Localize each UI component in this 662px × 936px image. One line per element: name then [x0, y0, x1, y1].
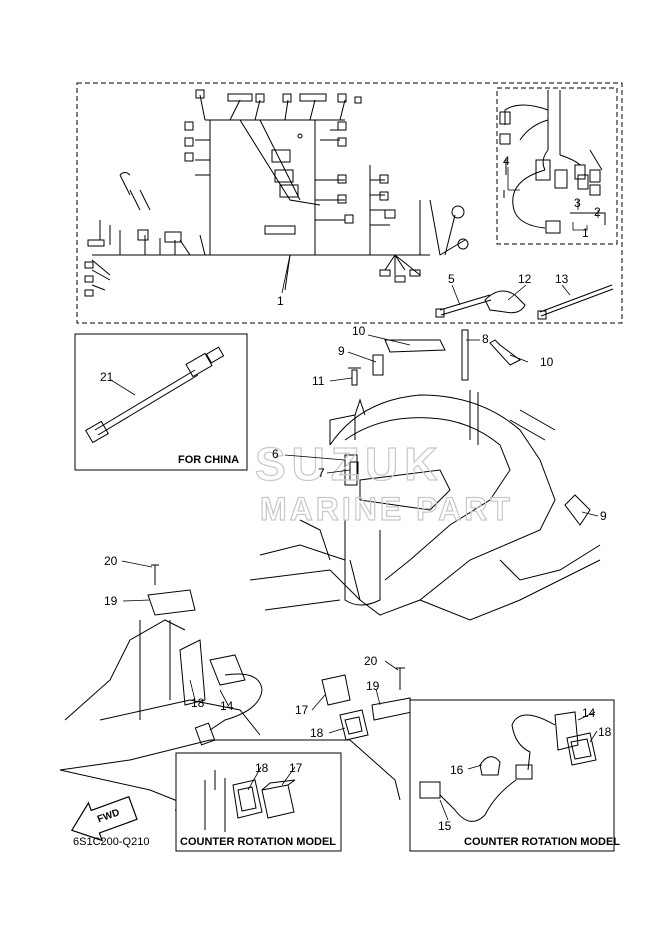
harness-detail-box: [496, 87, 618, 245]
callout-7: 7: [318, 466, 325, 480]
callout-13: 13: [555, 272, 569, 286]
callout-18-left: 18: [191, 696, 205, 710]
callouts: 1 1 2 3 4 5 6 7 8 9 9 10 10 11 12 13 14 …: [100, 154, 612, 833]
lower-left-drawing: [59, 564, 350, 811]
callout-19-left: 19: [104, 594, 118, 608]
callout-15: 15: [438, 819, 452, 833]
callout-3: 3: [574, 196, 581, 210]
callout-10-top: 10: [352, 324, 366, 338]
callout-18-center: 18: [310, 726, 324, 740]
callout-6: 6: [272, 447, 279, 461]
callout-18-box-right: 18: [598, 725, 612, 739]
engine-top-cover-drawing: [249, 329, 601, 621]
callout-10-right: 10: [540, 355, 554, 369]
cable-ties: [435, 284, 614, 320]
callout-5: 5: [448, 272, 455, 286]
diagram-code: 6S1C200-Q210: [73, 836, 149, 848]
callout-9-right: 9: [600, 509, 607, 523]
watermark-bottom: MARINE PART: [260, 491, 513, 527]
callout-2: 2: [594, 205, 601, 219]
harness-group-box: [76, 82, 623, 324]
counter-rotation-label-right: COUNTER ROTATION MODEL: [464, 836, 620, 848]
callout-11: 11: [312, 374, 325, 388]
callout-12: 12: [518, 272, 532, 286]
watermark-top: SUZUK: [255, 438, 443, 490]
callout-14-right: 14: [582, 706, 596, 720]
for-china-box: [74, 333, 248, 471]
fwd-arrow-icon: FWD: [70, 795, 138, 842]
part-21-cable: [85, 346, 225, 444]
callout-1-detail: 1: [582, 226, 589, 240]
counter-rotation-box-left: [175, 752, 342, 852]
callout-1: 1: [277, 294, 284, 308]
callout-20-center: 20: [364, 654, 378, 668]
callout-8: 8: [482, 332, 489, 346]
leader-lines: [110, 167, 599, 821]
callout-21: 21: [100, 370, 114, 384]
callout-18-box-left: 18: [255, 761, 269, 775]
callout-17-box: 17: [289, 761, 303, 775]
for-china-label: FOR CHINA: [178, 454, 239, 466]
callout-19-center: 19: [366, 679, 380, 693]
callout-17-center: 17: [295, 703, 309, 717]
harness-detail: [499, 90, 606, 234]
callout-16: 16: [450, 763, 464, 777]
counter-rotation-left-parts: [204, 770, 296, 832]
callout-9-top: 9: [338, 344, 345, 358]
callout-20-left: 20: [104, 554, 118, 568]
counter-rotation-label-left: COUNTER ROTATION MODEL: [180, 836, 336, 848]
callout-14-left: 14: [220, 699, 234, 713]
callout-4: 4: [503, 154, 510, 168]
counter-rotation-right-parts: [419, 711, 597, 822]
wiring-harness: [84, 89, 469, 297]
